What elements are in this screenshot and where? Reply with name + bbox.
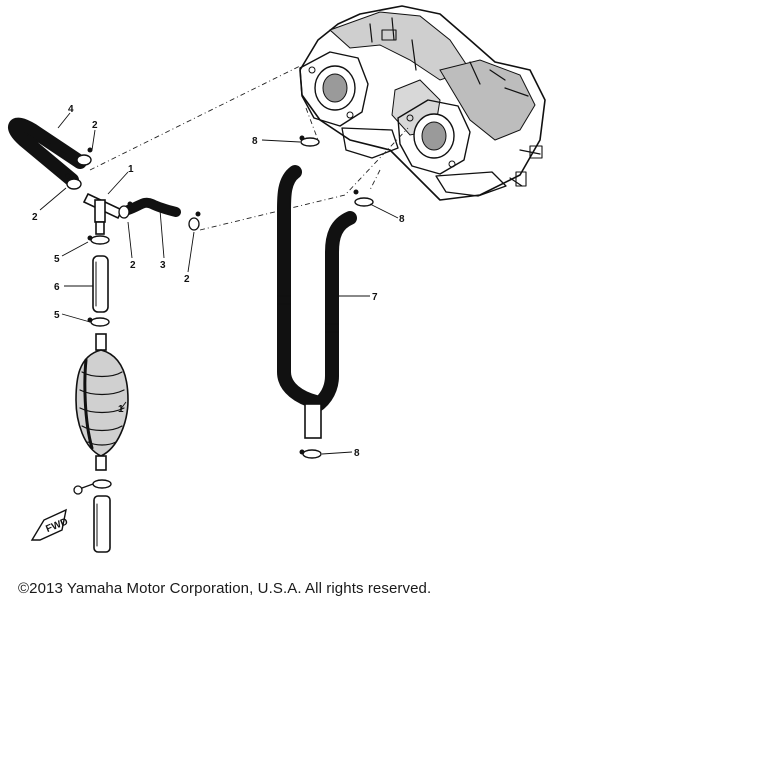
callout-8: 8 [354, 448, 360, 459]
callout-1: 1 [118, 404, 124, 415]
callout-4: 4 [68, 104, 74, 115]
callout-6: 6 [54, 282, 60, 293]
callout-1: 1 [128, 164, 134, 175]
t-joint [82, 192, 124, 235]
primer-bulb [75, 333, 129, 471]
callout-labels: 4 2 2 1 2 3 2 5 6 5 1 8 8 7 8 [32, 104, 405, 459]
clip-clamp-part-8 [299, 449, 322, 459]
clip-clamp [118, 201, 201, 231]
callout-7: 7 [372, 292, 378, 303]
fwd-direction-arrow: FWD [30, 508, 70, 541]
callout-5: 5 [54, 254, 60, 265]
clip-clamp [65, 147, 93, 190]
callout-2: 2 [130, 260, 136, 271]
hose-lower [93, 495, 111, 553]
hose-part-7 [277, 165, 357, 439]
clip-clamp [73, 479, 112, 495]
hose-loop-part-4 [8, 117, 87, 187]
clip-clamp-part-8 [299, 135, 320, 147]
callout-8: 8 [252, 136, 258, 147]
fuel-line-parts-diagram: FWD [8, 5, 546, 553]
clip-clamp-part-5 [87, 235, 110, 245]
callout-2: 2 [92, 120, 98, 131]
leader-lines [39, 112, 399, 455]
callout-3: 3 [160, 260, 166, 271]
connection-lines [89, 65, 409, 231]
short-hose-part-3 [123, 197, 181, 217]
callout-2: 2 [184, 274, 190, 285]
callout-8: 8 [399, 214, 405, 225]
hose-part-6 [92, 255, 109, 313]
copyright-notice: ©2013 Yamaha Motor Corporation, U.S.A. A… [18, 580, 432, 597]
clip-clamp-part-8 [353, 189, 374, 207]
callout-5: 5 [54, 310, 60, 321]
clip-clamp-part-5 [87, 317, 110, 327]
carburetor-assembly [299, 5, 546, 201]
callout-2: 2 [32, 212, 38, 223]
